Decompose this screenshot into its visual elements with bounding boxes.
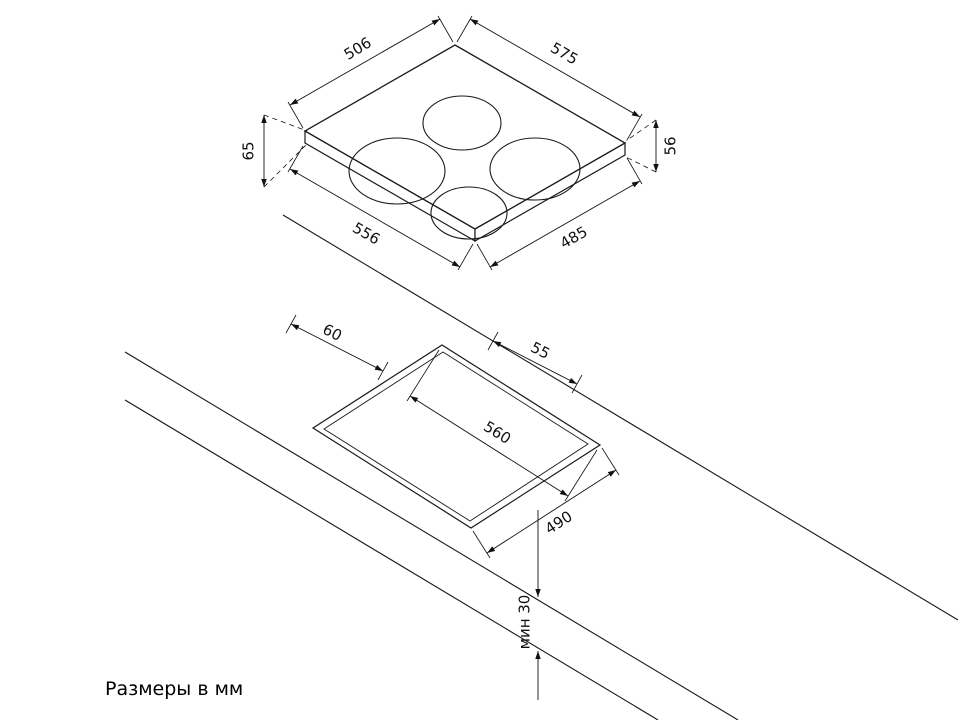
witness-line: [472, 530, 491, 559]
dimension-line-506: [289, 18, 441, 106]
worktop-back-edge: [282, 214, 959, 621]
witness-line: [476, 243, 493, 271]
dashed-leader: [625, 119, 657, 142]
dim-hob-top-right-label: 575: [547, 39, 581, 69]
dimension-line-55: [492, 340, 578, 385]
witness-line: [626, 157, 643, 185]
witness-line: [406, 349, 440, 402]
witness-line: [457, 243, 474, 271]
cutout-outer-outline: [311, 344, 602, 529]
dimension-line-490: [486, 469, 617, 554]
witness-line: [287, 101, 304, 129]
witness-line: [626, 113, 643, 141]
dimension-line-556: [289, 168, 461, 268]
witness-line: [601, 447, 620, 476]
dimension-line-575: [469, 18, 641, 118]
dim-clearance-right-label: 55: [528, 338, 553, 363]
dimension-line-560: [409, 395, 569, 497]
burner-zone-back: [422, 95, 502, 151]
dim-hob-height-left-label: 65: [240, 141, 258, 160]
worktop-front-bottom-edge: [124, 399, 659, 720]
worktop-front-top-edge: [124, 351, 739, 720]
dim-clearance-left-label: 60: [320, 320, 345, 345]
dashed-leader: [625, 156, 657, 173]
worktop-dimensions: [285, 314, 620, 700]
dim-worktop-min-thickness-label: мин 30: [516, 595, 534, 650]
witness-line: [456, 15, 473, 43]
witness-line: [287, 145, 304, 173]
dim-hob-height-right-label: 56: [662, 136, 680, 155]
witness-line: [437, 15, 454, 43]
dashed-leader: [263, 143, 308, 188]
units-caption: Размеры в мм: [105, 678, 243, 700]
worktop-view: [124, 214, 959, 720]
dim-hob-bottom-left-label: 556: [349, 219, 383, 249]
dimension-line-485: [489, 180, 641, 268]
dim-cutout-depth-label: 490: [542, 507, 576, 538]
dashed-leader: [263, 114, 308, 132]
hob-isometric-view: [303, 44, 627, 243]
hob-top-surface: [303, 44, 627, 230]
hob-dimensions: [261, 15, 659, 271]
dimension-line-60: [290, 323, 384, 372]
dim-hob-bottom-right-label: 485: [557, 223, 591, 253]
